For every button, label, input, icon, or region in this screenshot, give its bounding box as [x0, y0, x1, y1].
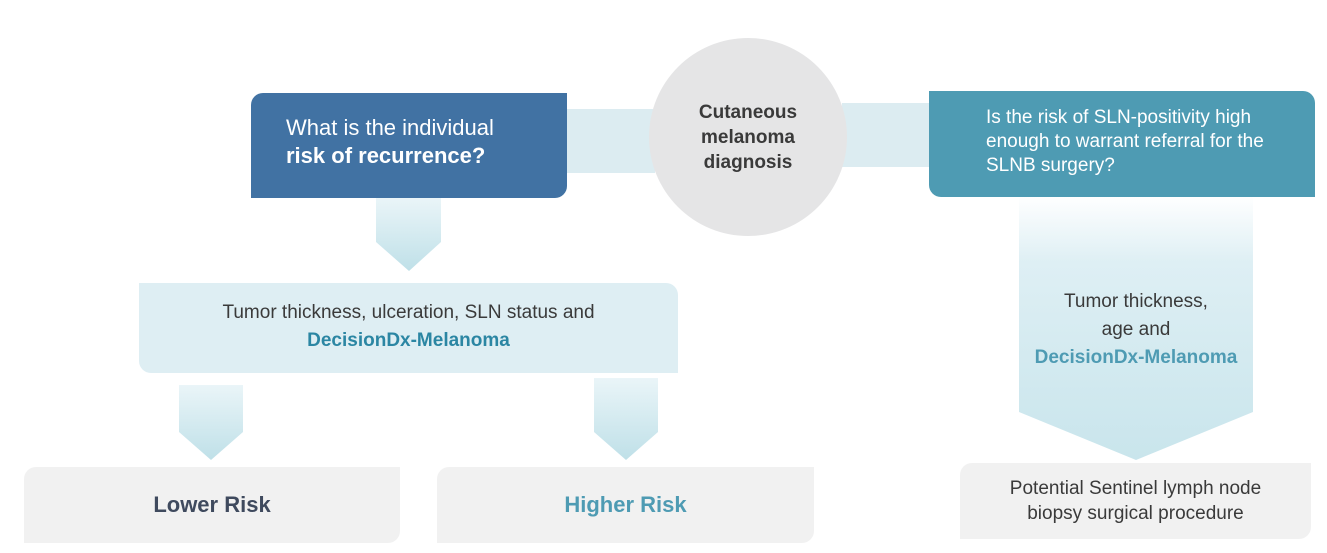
- recurrence-question-line1: What is the individual: [286, 115, 494, 140]
- sln-question-box: Is the risk of SLN-positivity high enoug…: [929, 91, 1315, 197]
- recurrence-question-box: What is the individual risk of recurrenc…: [251, 93, 567, 198]
- sln-factors-text-block: Tumor thickness, age and DecisionDx-Mela…: [1019, 288, 1253, 372]
- connector-left: [560, 109, 655, 173]
- diagnosis-label: Cutaneous melanoma diagnosis: [698, 101, 798, 173]
- lower-risk-label: Lower Risk: [153, 492, 271, 517]
- sln-factors-line2: age and: [1101, 319, 1171, 340]
- recurrence-factors-box: Tumor thickness, ulceration, SLN status …: [139, 283, 678, 373]
- diagnosis-circle: Cutaneous melanoma diagnosis: [649, 38, 847, 236]
- higher-risk-label: Higher Risk: [564, 492, 687, 517]
- arrow-big-right: [1019, 196, 1253, 460]
- arrow-down-higher: [594, 378, 658, 460]
- arrow-down-lower: [179, 385, 243, 460]
- recurrence-question-line2: risk of recurrence?: [286, 143, 486, 168]
- recurrence-factors-highlight: DecisionDx-Melanoma: [307, 330, 510, 351]
- surgery-box: Potential Sentinel lymph node biopsy sur…: [960, 463, 1311, 539]
- sln-factors-line1: Tumor thickness,: [1064, 291, 1208, 312]
- sln-factors-highlight: DecisionDx-Melanoma: [1034, 347, 1238, 368]
- recurrence-factors-text: Tumor thickness, ulceration, SLN status …: [222, 302, 595, 323]
- sln-question-text: Is the risk of SLN-positivity high enoug…: [986, 107, 1264, 176]
- arrow-down-1: [376, 198, 441, 271]
- connector-right: [842, 103, 937, 167]
- lower-risk-box: Lower Risk: [24, 467, 400, 543]
- surgery-label: Potential Sentinel lymph node biopsy sur…: [1009, 478, 1262, 524]
- higher-risk-box: Higher Risk: [437, 467, 814, 543]
